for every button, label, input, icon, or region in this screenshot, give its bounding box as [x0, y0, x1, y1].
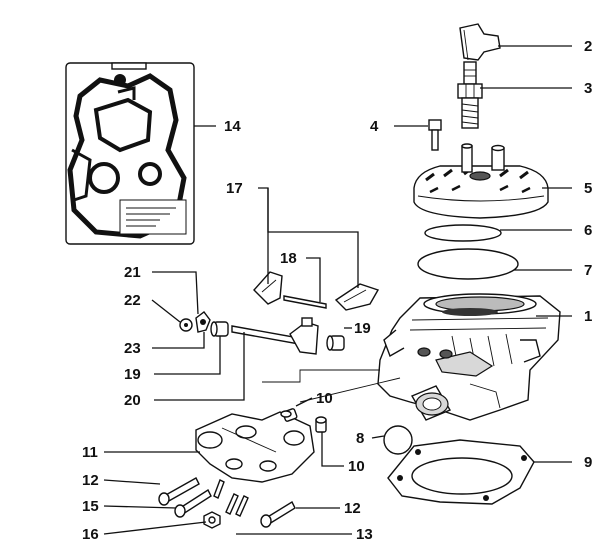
label-12-right: 12	[344, 500, 361, 517]
head-o-ring-small[interactable]	[424, 224, 502, 242]
exhaust-valve-shaft[interactable]	[231, 317, 319, 355]
label-19-right: 19	[354, 320, 371, 337]
spark-plug-cap[interactable]	[459, 23, 501, 61]
label-1: 1	[584, 308, 592, 325]
bushing-left[interactable]	[210, 321, 229, 337]
leader-lines	[103, 45, 572, 535]
label-12-left: 12	[82, 472, 99, 489]
exhaust-o-ring[interactable]	[383, 425, 413, 455]
screw-right[interactable]	[260, 501, 296, 528]
exhaust-valve-plate-right[interactable]	[334, 283, 380, 311]
dowel-pin-upper[interactable]	[280, 408, 298, 422]
cylinder[interactable]	[377, 293, 561, 421]
label-19-left: 19	[124, 366, 141, 383]
label-10-upper: 10	[316, 390, 333, 407]
gasket-kit-card[interactable]	[65, 62, 195, 245]
label-2: 2	[584, 38, 592, 55]
screw-left[interactable]	[158, 477, 200, 506]
label-10-lower: 10	[348, 458, 365, 475]
label-17: 17	[226, 180, 243, 197]
stud-bolt[interactable]	[174, 488, 212, 518]
retaining-clip[interactable]	[195, 311, 211, 333]
exhaust-valve-plate-left[interactable]	[253, 271, 283, 305]
label-15: 15	[82, 498, 99, 515]
hex-nut[interactable]	[203, 511, 221, 529]
label-20: 20	[124, 392, 141, 409]
label-23: 23	[124, 340, 141, 357]
head-bolt[interactable]	[428, 119, 442, 151]
label-11: 11	[82, 444, 98, 461]
label-13: 13	[356, 526, 373, 542]
exhaust-valve-housing[interactable]	[195, 411, 315, 483]
short-studs[interactable]	[213, 479, 249, 517]
cylinder-head[interactable]	[413, 143, 549, 219]
part-number-labels: 2 3 4 5 6 7 1 8 9 14 17 18 21 22 19 23 1…	[82, 38, 592, 542]
exhaust-port-spigot[interactable]	[410, 385, 452, 421]
label-16: 16	[82, 526, 99, 542]
label-22: 22	[124, 292, 141, 309]
head-o-ring-large[interactable]	[417, 248, 519, 280]
label-18: 18	[280, 250, 297, 267]
valve-pin[interactable]	[283, 295, 327, 309]
label-6: 6	[584, 222, 592, 239]
spark-plug[interactable]	[457, 61, 483, 129]
cylinder-base-gasket[interactable]	[387, 439, 535, 505]
label-21: 21	[124, 264, 141, 281]
label-9: 9	[584, 454, 592, 471]
label-3: 3	[584, 80, 592, 97]
label-7: 7	[584, 262, 592, 279]
label-8: 8	[356, 430, 364, 447]
small-washer[interactable]	[179, 318, 193, 332]
label-5: 5	[584, 180, 592, 197]
dowel-pin-lower[interactable]	[315, 416, 327, 433]
label-14: 14	[224, 118, 241, 135]
bushing-right[interactable]	[326, 335, 345, 351]
label-4: 4	[370, 118, 379, 135]
